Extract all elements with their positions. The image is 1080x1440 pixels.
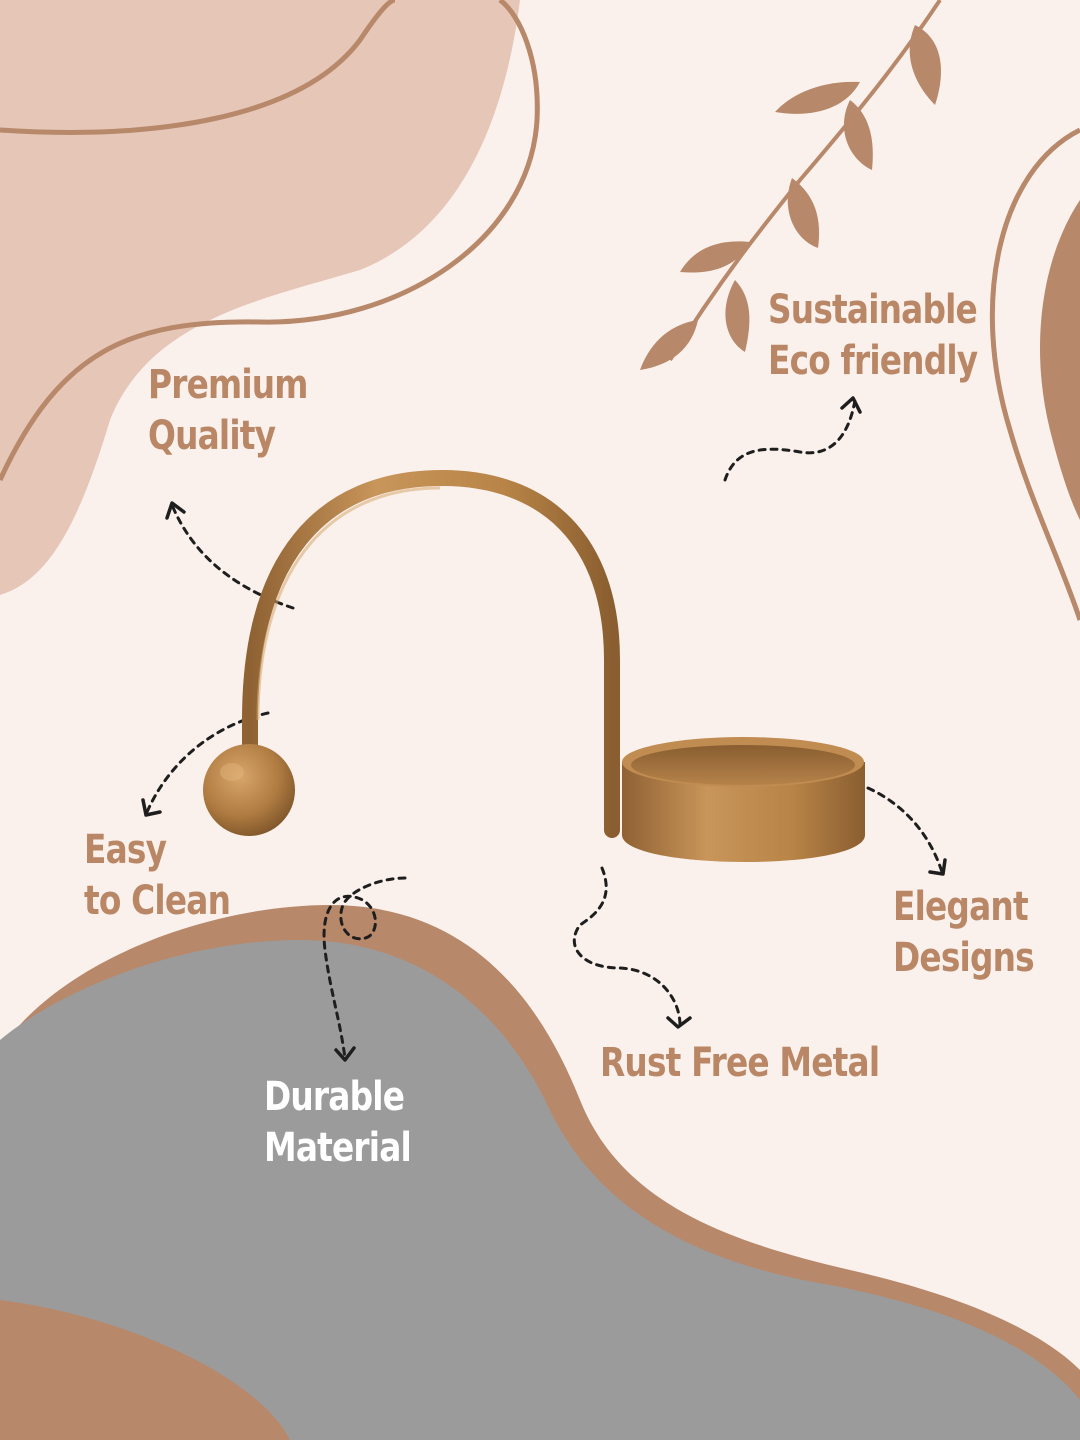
feature-sustainable-line2: Eco friendly bbox=[768, 338, 978, 384]
feature-durable-line1: Durable bbox=[264, 1074, 405, 1120]
blush-blob bbox=[0, 0, 520, 595]
tealight-holder bbox=[203, 469, 865, 862]
feature-easy-clean-line2: to Clean bbox=[84, 878, 231, 924]
feature-premium-quality: Premium Quality bbox=[148, 360, 308, 462]
feature-rust-free: Rust Free Metal bbox=[600, 1038, 880, 1089]
leaf-branch-icon bbox=[640, 0, 942, 370]
feature-elegant-designs: Elegant Designs bbox=[893, 882, 1035, 984]
right-arc-fill bbox=[1040, 200, 1080, 520]
feature-elegant-line2: Designs bbox=[893, 935, 1035, 981]
feature-rust-free-line1: Rust Free Metal bbox=[600, 1040, 880, 1086]
feature-premium-line1: Premium bbox=[148, 362, 308, 408]
feature-sustainable-line1: Sustainable bbox=[768, 287, 978, 333]
brown-corner bbox=[0, 1300, 290, 1440]
right-arc-outline bbox=[989, 127, 1080, 621]
outline-curve-top bbox=[0, 0, 396, 135]
feature-easy-clean-line1: Easy bbox=[84, 827, 167, 873]
feature-durable-material: Durable Material bbox=[264, 1072, 412, 1174]
outline-curve-bottom bbox=[0, 0, 540, 482]
feature-elegant-line1: Elegant bbox=[893, 884, 1029, 930]
feature-easy-clean: Easy to Clean bbox=[84, 825, 231, 927]
feature-durable-line2: Material bbox=[264, 1125, 412, 1171]
gray-blob bbox=[0, 940, 1080, 1440]
feature-sustainable: Sustainable Eco friendly bbox=[768, 285, 978, 387]
feature-premium-line2: Quality bbox=[148, 413, 276, 459]
